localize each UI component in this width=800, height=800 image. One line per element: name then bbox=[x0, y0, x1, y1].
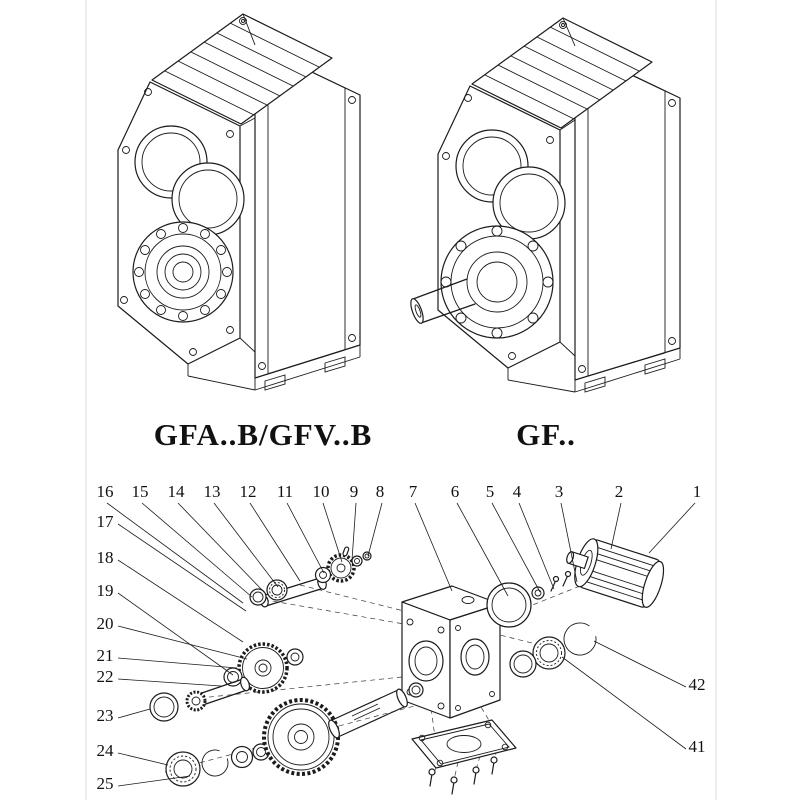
callout-25: 25 bbox=[97, 774, 114, 793]
model-label-gf: GF.. bbox=[516, 417, 576, 452]
gear-housing bbox=[401, 585, 501, 719]
snap-ring-input bbox=[563, 622, 597, 656]
callout-41: 41 bbox=[689, 737, 706, 756]
output-flange bbox=[440, 225, 554, 339]
input-bearing bbox=[532, 636, 566, 670]
callout-22: 22 bbox=[97, 667, 114, 686]
callout-23: 23 bbox=[97, 706, 114, 725]
page-border bbox=[85, 0, 717, 800]
gearbox-drawing-gf bbox=[410, 17, 681, 393]
exploded-parts-diagram: 16 15 14 13 12 11 10 9 8 7 6 5 4 3 2 1 1… bbox=[97, 482, 706, 795]
callout-12: 12 bbox=[240, 482, 257, 501]
plug-and-screws bbox=[531, 570, 572, 600]
callout-1: 1 bbox=[693, 482, 702, 501]
callout-18: 18 bbox=[97, 548, 114, 567]
callout-15: 15 bbox=[132, 482, 149, 501]
output-gear-cluster bbox=[165, 682, 424, 787]
callout-3: 3 bbox=[555, 482, 564, 501]
callout-17: 17 bbox=[97, 512, 115, 531]
gearbox-drawing-gfab bbox=[117, 13, 361, 391]
callout-24: 24 bbox=[97, 741, 115, 760]
callout-7: 7 bbox=[409, 482, 418, 501]
callout-numbers: 16 15 14 13 12 11 10 9 8 7 6 5 4 3 2 1 1… bbox=[97, 482, 706, 793]
callout-8: 8 bbox=[376, 482, 385, 501]
leader-lines bbox=[106, 502, 696, 787]
callout-9: 9 bbox=[350, 482, 359, 501]
callout-19: 19 bbox=[97, 581, 114, 600]
callout-13: 13 bbox=[204, 482, 221, 501]
callout-5: 5 bbox=[486, 482, 495, 501]
callout-20: 20 bbox=[97, 614, 114, 633]
callout-10: 10 bbox=[313, 482, 330, 501]
callout-4: 4 bbox=[513, 482, 522, 501]
motor-unit bbox=[566, 538, 665, 608]
intermediate-gear-cluster bbox=[149, 642, 304, 722]
callout-2: 2 bbox=[615, 482, 624, 501]
bearing-face bbox=[132, 221, 234, 323]
seal-ring bbox=[509, 650, 537, 678]
output-shaft bbox=[410, 278, 476, 324]
callout-21: 21 bbox=[97, 646, 114, 665]
callout-11: 11 bbox=[277, 482, 293, 501]
input-shaft-cluster bbox=[249, 546, 372, 608]
callout-42: 42 bbox=[689, 675, 706, 694]
flange-bolts bbox=[428, 756, 498, 795]
model-label-gfab: GFA..B/GFV..B bbox=[154, 417, 373, 452]
callout-14: 14 bbox=[168, 482, 186, 501]
mounting-flange-plate bbox=[411, 719, 517, 769]
callout-16: 16 bbox=[97, 482, 114, 501]
callout-6: 6 bbox=[451, 482, 460, 501]
motor-gasket-ring bbox=[486, 582, 532, 628]
